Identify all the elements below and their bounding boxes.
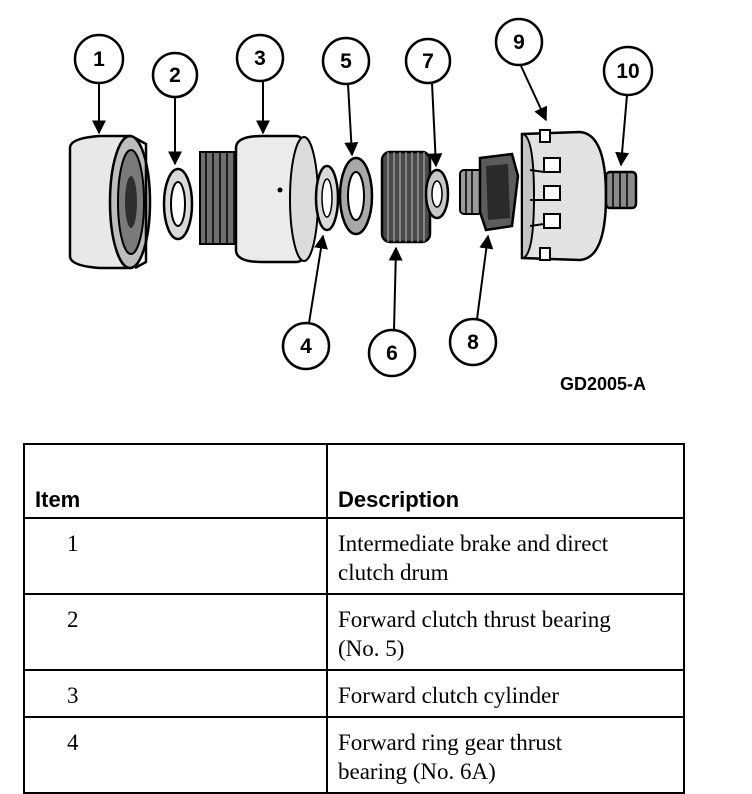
parts-table: Item Description 1 Intermediate brake an… <box>23 443 685 794</box>
table-row: 3 Forward clutch cylinder <box>23 669 685 718</box>
table-row: 4 Forward ring gear thrust bearing (No. … <box>23 716 685 794</box>
description-line: Forward clutch cylinder <box>338 683 559 708</box>
description-line: Intermediate brake and direct <box>338 531 609 556</box>
callout-10: 10 <box>602 45 654 97</box>
item-number: 4 <box>23 716 328 794</box>
part-8-hub <box>459 152 520 232</box>
item-description: Forward ring gear thrust bearing (No. 6A… <box>326 716 685 794</box>
item-number: 1 <box>23 517 328 595</box>
table-row: 1 Intermediate brake and direct clutch d… <box>23 517 685 595</box>
item-description: Forward clutch thrust bearing (No. 5) <box>326 593 685 671</box>
item-description: Forward clutch cylinder <box>326 669 685 718</box>
callout-8: 8 <box>448 317 498 367</box>
callout-9: 9 <box>494 17 544 67</box>
leader-lines <box>92 65 630 331</box>
description-line: clutch drum <box>338 560 449 585</box>
description-line: (No. 5) <box>338 636 405 661</box>
callout-5: 5 <box>321 36 371 86</box>
part-6-ring-gear <box>380 150 432 244</box>
part-2-thrust-bearing <box>162 167 194 241</box>
callout-6: 6 <box>367 328 417 378</box>
part-4-thrust-bearing <box>314 164 340 232</box>
description-header: Description <box>326 443 685 519</box>
item-description: Intermediate brake and direct clutch dru… <box>326 517 685 595</box>
table-row: 2 Forward clutch thrust bearing (No. 5) <box>23 593 685 671</box>
item-number: 2 <box>23 593 328 671</box>
part-10-shaft <box>604 170 638 210</box>
callout-4-label: 4 <box>300 335 312 358</box>
description-line: Forward ring gear thrust <box>338 730 563 755</box>
part-1-drum <box>68 134 152 270</box>
description-line: Forward clutch thrust bearing <box>338 607 611 632</box>
description-line: bearing (No. 6A) <box>338 759 496 784</box>
callout-7-label: 7 <box>422 50 434 73</box>
callout-2: 2 <box>151 51 199 99</box>
part-3-clutch-cylinder <box>199 134 319 264</box>
callout-6-label: 6 <box>386 342 398 365</box>
item-number: 3 <box>23 669 328 718</box>
item-header: Item <box>23 443 328 519</box>
callout-8-label: 8 <box>467 331 479 354</box>
figure-code: GD2005-A <box>560 374 647 394</box>
callout-9-label: 9 <box>513 31 525 54</box>
callout-3-label: 3 <box>254 47 266 70</box>
part-7-washer <box>424 168 450 220</box>
part-5-bearing <box>338 156 374 236</box>
callout-1-label: 1 <box>93 48 105 71</box>
callout-3: 3 <box>235 33 285 83</box>
exploded-view-diagram: 1 2 3 5 7 9 10 4 6 8 <box>68 17 654 378</box>
callout-1: 1 <box>73 33 125 85</box>
callout-4: 4 <box>281 321 331 371</box>
callout-7: 7 <box>404 37 452 85</box>
callout-10-label: 10 <box>616 60 639 83</box>
part-9-drum <box>520 129 608 262</box>
callout-5-label: 5 <box>340 50 352 73</box>
table-header-row: Item Description <box>23 443 685 519</box>
callout-2-label: 2 <box>169 64 181 87</box>
